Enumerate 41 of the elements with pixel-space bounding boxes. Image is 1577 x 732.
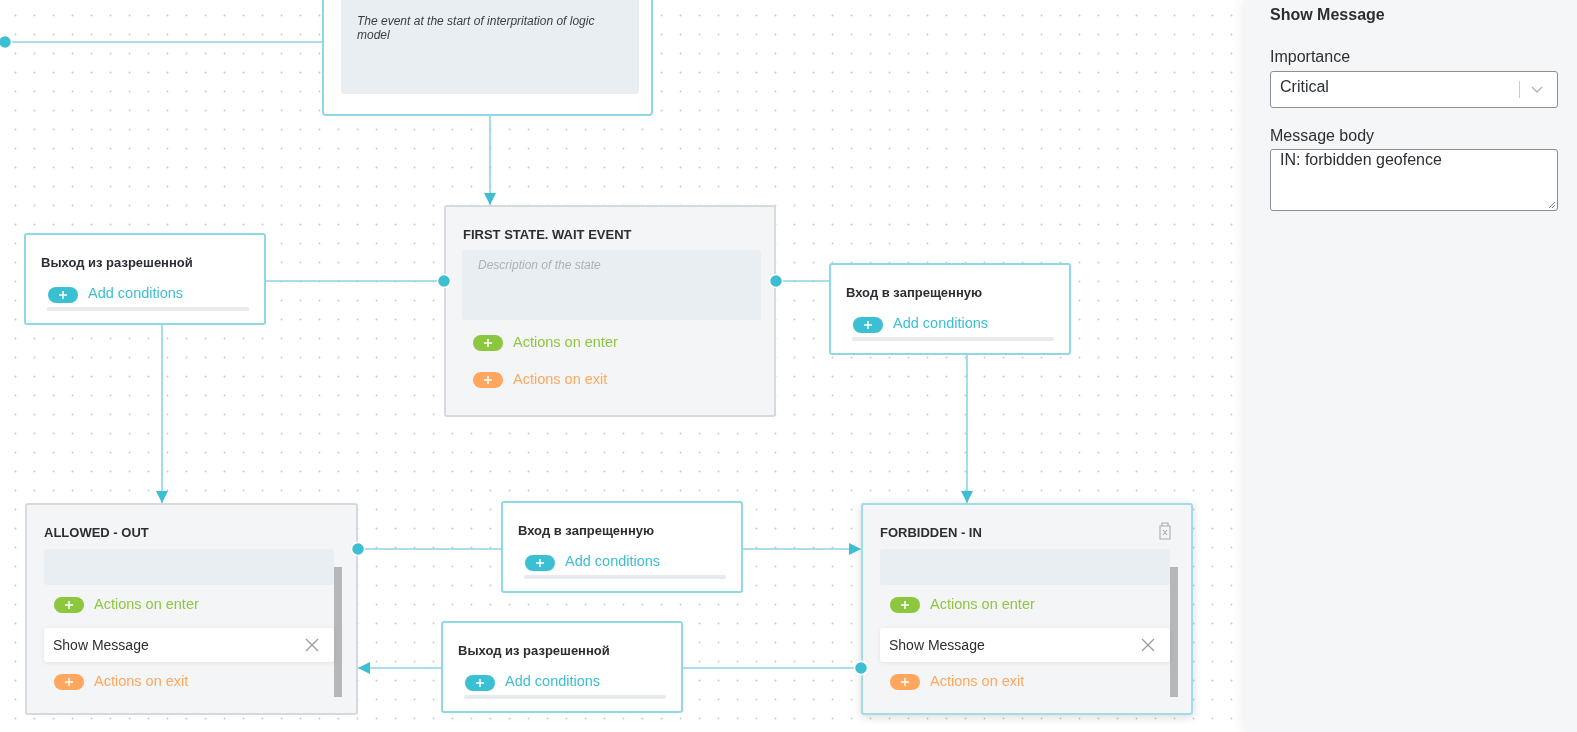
transition-title: Выход из разрешенной — [41, 255, 193, 270]
event-card — [322, 0, 653, 116]
action-link: Actions on exit — [513, 371, 608, 387]
condition-link: Add conditions — [88, 285, 184, 301]
action-link: Actions on enter — [94, 596, 199, 612]
description-field: The event at the start of interpritation of logic model — [341, 0, 639, 94]
action-link: Actions on exit — [94, 673, 189, 689]
transition-title: Вход в запрещенную — [846, 285, 983, 300]
description-field: Description of the state — [462, 250, 761, 320]
panel-heading: Show Message — [1270, 6, 1385, 24]
action-name: Show Message — [889, 637, 985, 653]
condition-link: Add conditions — [565, 553, 661, 569]
state-card — [25, 503, 358, 715]
arrow — [742, 543, 862, 555]
arrow — [156, 324, 168, 504]
transition-card — [24, 233, 266, 325]
state-card — [861, 503, 1193, 715]
arrow — [961, 354, 973, 504]
transition-card — [829, 263, 1071, 355]
state-card — [444, 205, 776, 417]
condition-link: Add conditions — [893, 315, 989, 331]
arrow — [484, 115, 496, 206]
field-label: Message body — [1270, 127, 1375, 145]
transition-card — [441, 621, 683, 713]
transition-title: Вход в запрещенную — [518, 523, 655, 538]
text-area-field: IN: forbidden geofence — [1270, 149, 1558, 211]
action-link: Actions on exit — [930, 673, 1025, 689]
transition-title: Выход из разрешенной — [458, 643, 610, 658]
action-link: Actions on enter — [930, 596, 1035, 612]
select-field: Critical — [1270, 71, 1558, 108]
condition-link: Add conditions — [505, 673, 601, 689]
state-title: FIRST STATE. WAIT EVENT — [463, 227, 632, 242]
arrow — [357, 662, 442, 674]
transition-card — [501, 501, 743, 593]
action-item — [880, 628, 1170, 662]
action-item — [44, 628, 334, 662]
action-link: Actions on enter — [513, 334, 618, 350]
action-name: Show Message — [53, 637, 149, 653]
state-title: FORBIDDEN - IN — [880, 525, 982, 540]
state-title: ALLOWED - OUT — [44, 525, 149, 540]
field-label: Importance — [1270, 48, 1351, 66]
